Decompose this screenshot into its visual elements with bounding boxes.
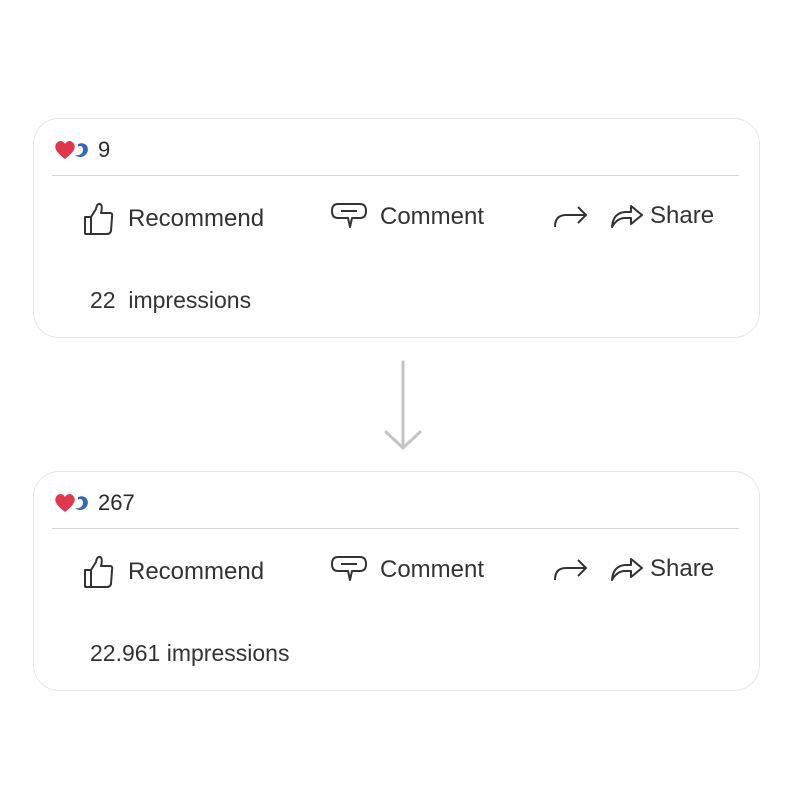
forward-arrow-icon — [554, 206, 588, 228]
recommend-button[interactable]: Recommend — [82, 201, 264, 237]
recommend-button[interactable]: Recommend — [82, 554, 264, 590]
comment-button[interactable]: Comment — [330, 554, 484, 586]
reaction-count: 9 — [98, 137, 111, 162]
heart-reaction-icon — [55, 494, 88, 512]
down-arrow-icon — [384, 360, 422, 451]
share-label: Share — [650, 555, 715, 582]
reactions[interactable]: 9 — [54, 137, 110, 163]
comment-label: Comment — [380, 203, 485, 230]
reaction-count: 267 — [98, 490, 135, 515]
recommend-label: Recommend — [128, 558, 265, 585]
comment-button[interactable]: Comment — [330, 201, 484, 233]
share-icon — [611, 205, 643, 228]
share-button[interactable]: Share — [552, 554, 714, 584]
impressions-count: 22 impressions — [90, 287, 252, 313]
thumbs-up-icon — [84, 202, 114, 235]
recommend-label: Recommend — [128, 205, 265, 232]
post-card-before: 9 Recommend Comment Share 22 impressions — [33, 118, 760, 338]
comment-icon — [331, 203, 367, 228]
share-button[interactable]: Share — [552, 201, 714, 231]
impressions-count: 22.961 impressions — [90, 640, 290, 666]
divider — [52, 175, 739, 176]
share-icon — [611, 558, 643, 581]
share-label: Share — [650, 202, 715, 229]
post-card-after: 267 Recommend Comment Share 22.961 impre… — [33, 471, 760, 691]
forward-arrow-icon — [554, 559, 588, 581]
comment-label: Comment — [380, 556, 485, 583]
divider — [52, 528, 739, 529]
reactions[interactable]: 267 — [54, 490, 135, 516]
heart-reaction-icon — [55, 141, 88, 159]
thumbs-up-icon — [84, 555, 114, 588]
comment-icon — [331, 556, 367, 581]
